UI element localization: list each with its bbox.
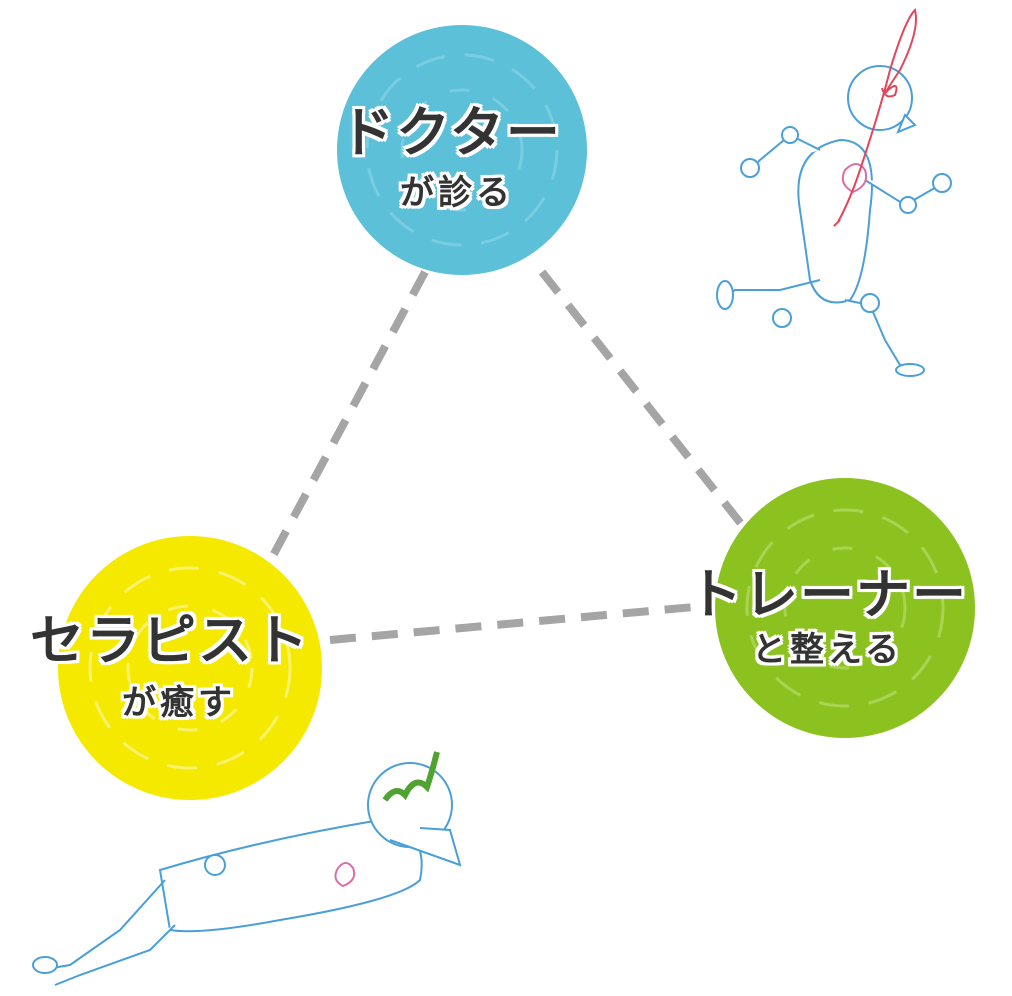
- connector-therapist-trainer: [329, 602, 706, 644]
- therapist-title: セラピスト: [30, 609, 310, 672]
- connector-doctor-therapist: [264, 270, 429, 567]
- therapist-circle: [58, 536, 322, 800]
- treble-clef-icon: [833, 8, 917, 227]
- trainer-title: トレーナー: [688, 563, 968, 626]
- lying-figure-illustration: [32, 751, 462, 986]
- doctor-circle: [337, 25, 587, 275]
- trainer-circle: [715, 478, 975, 738]
- connector-doctor-trainer: [538, 269, 746, 528]
- trainer-subtitle: と整える: [752, 630, 903, 670]
- running-figure-illustration: [716, 65, 952, 377]
- doctor-subtitle: が診る: [400, 173, 514, 213]
- therapist-subtitle: が癒す: [122, 683, 236, 723]
- doctor-title: ドクター: [340, 101, 562, 164]
